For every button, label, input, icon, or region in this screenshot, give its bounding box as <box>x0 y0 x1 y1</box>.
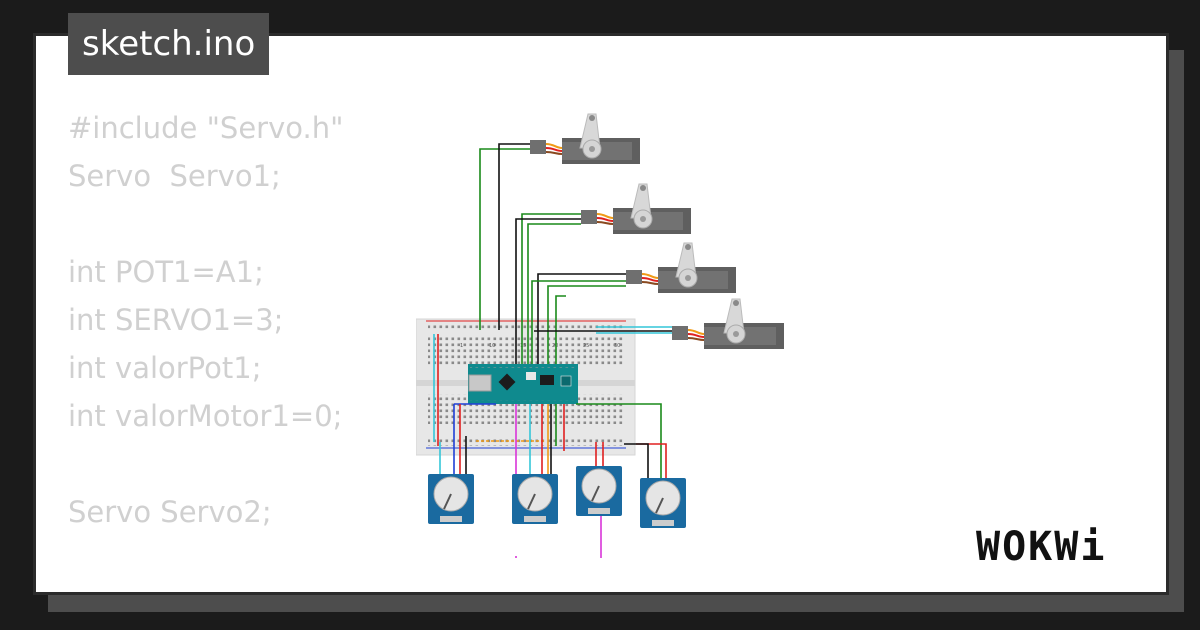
potentiometer[interactable] <box>576 466 622 516</box>
code-line: int SERVO1=3; <box>68 303 284 337</box>
breadboard-column-label: 10 <box>489 343 495 349</box>
breadboard-column-label: 1 <box>460 343 463 349</box>
code-line <box>68 440 343 488</box>
servo-motor[interactable] <box>581 183 691 234</box>
potentiometer[interactable] <box>512 474 558 524</box>
code-line: Servo Servo1; <box>68 159 281 193</box>
servo-wires <box>479 143 672 364</box>
code-line: int valorPot1; <box>68 351 262 385</box>
code-line <box>68 536 343 584</box>
breadboard-column-label: 25 <box>583 343 589 349</box>
potentiometer[interactable] <box>640 478 686 528</box>
potentiometer[interactable] <box>428 474 474 524</box>
servo-motor[interactable] <box>626 242 736 293</box>
code-line: int POT2=A2; <box>68 584 343 592</box>
servo-motor[interactable] <box>672 298 784 349</box>
filename-tab[interactable]: sketch.ino <box>68 13 270 75</box>
breadboard-column-label: 15 <box>520 343 526 349</box>
breadboard-column-label: 20 <box>552 343 558 349</box>
preview-card: #include "Servo.h" Servo Servo1; int POT… <box>33 33 1169 595</box>
code-line: Servo Servo2; <box>68 495 272 529</box>
arduino-nano-board[interactable] <box>468 364 578 404</box>
breadboard-column-label: 30 <box>614 343 620 349</box>
code-line <box>68 200 343 248</box>
code-line: int valorMotor1=0; <box>68 399 343 433</box>
servo-motor[interactable] <box>530 113 640 164</box>
code-line: int POT1=A1; <box>68 255 264 289</box>
circuit-diagram[interactable]: 1 10 15 20 25 30 <box>416 104 816 558</box>
code-line: #include "Servo.h" <box>68 111 344 145</box>
code-preview: #include "Servo.h" Servo Servo1; int POT… <box>68 104 344 592</box>
wokwi-logo: WOKWi <box>976 524 1107 570</box>
